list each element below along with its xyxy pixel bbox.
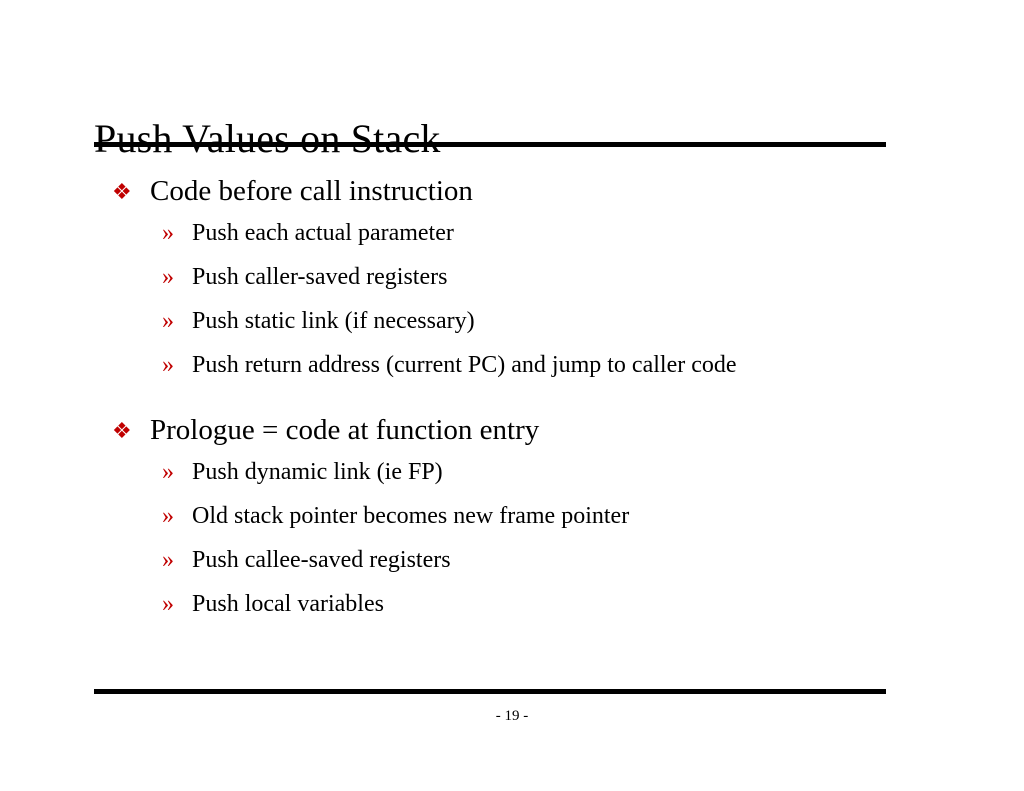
diamond-bullet-icon: ❖ xyxy=(112,419,132,444)
double-angle-bullet-icon: » xyxy=(162,220,174,246)
bullet-level1: ❖ Prologue = code at function entry xyxy=(94,411,894,450)
bullet-level2-label: Push static link (if necessary) xyxy=(192,308,475,334)
bullet-level2: » Push callee-saved registers xyxy=(94,544,894,577)
bullet-level2: » Push caller-saved registers xyxy=(94,261,894,294)
double-angle-bullet-icon: » xyxy=(162,264,174,290)
bullet-level2: » Push dynamic link (ie FP) xyxy=(94,456,894,489)
sub-bullet-list: » Push each actual parameter » Push call… xyxy=(94,217,894,382)
bullet-level2: » Old stack pointer becomes new frame po… xyxy=(94,500,894,533)
double-angle-bullet-icon: » xyxy=(162,308,174,334)
bullet-level2: » Push static link (if necessary) xyxy=(94,305,894,338)
footer-divider-rule xyxy=(94,689,886,694)
page-title: Push Values on Stack xyxy=(94,115,441,161)
bullet-level2: » Push local variables xyxy=(94,588,894,621)
page-number: - 19 - xyxy=(495,708,529,724)
bullet-level2-label: Push callee-saved registers xyxy=(192,547,451,573)
bullet-level1: ❖ Code before call instruction xyxy=(94,172,894,211)
bullet-level2: » Push each actual parameter xyxy=(94,217,894,250)
slide-body: ❖ Code before call instruction » Push ea… xyxy=(94,172,894,632)
section-spacer xyxy=(94,393,894,411)
double-angle-bullet-icon: » xyxy=(162,591,174,617)
bullet-level1-label: Prologue = code at function entry xyxy=(150,414,540,446)
sub-bullet-list: » Push dynamic link (ie FP) » Old stack … xyxy=(94,456,894,621)
bullet-level2-label: Old stack pointer becomes new frame poin… xyxy=(192,503,630,529)
bullet-level2-label: Push local variables xyxy=(192,591,384,617)
double-angle-bullet-icon: » xyxy=(162,547,174,573)
diamond-bullet-icon: ❖ xyxy=(112,180,132,205)
double-angle-bullet-icon: » xyxy=(162,352,174,378)
bullet-level2-label: Push each actual parameter xyxy=(192,220,454,246)
title-divider-rule xyxy=(94,142,886,147)
bullet-level2-label: Push caller-saved registers xyxy=(192,264,448,290)
bullet-level2-label: Push dynamic link (ie FP) xyxy=(192,459,443,485)
bullet-level1-label: Code before call instruction xyxy=(150,175,473,207)
bullet-level2: » Push return address (current PC) and j… xyxy=(94,349,894,382)
double-angle-bullet-icon: » xyxy=(162,503,174,529)
bullet-level2-label: Push return address (current PC) and jum… xyxy=(192,352,737,378)
double-angle-bullet-icon: » xyxy=(162,459,174,485)
